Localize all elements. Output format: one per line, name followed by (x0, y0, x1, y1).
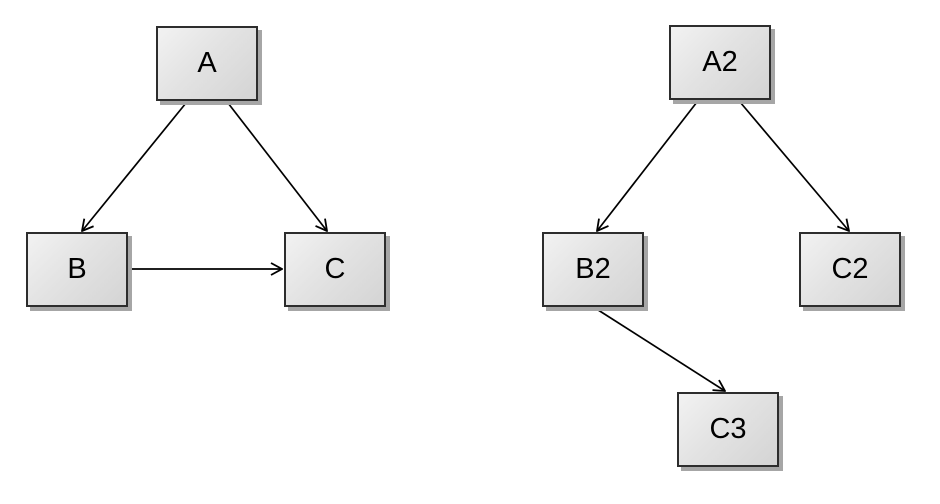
edge-A2-to-C2[interactable] (739, 101, 849, 231)
node-C3[interactable]: C3 (677, 392, 779, 467)
node-C-label: C (324, 253, 346, 285)
node-A2[interactable]: A2 (669, 25, 771, 100)
edge-B2-to-C3[interactable] (594, 307, 725, 391)
edge-A2-to-B2[interactable] (597, 101, 698, 231)
node-C2[interactable]: C2 (799, 232, 901, 307)
node-C3-label: C3 (709, 413, 747, 445)
node-B2-label: B2 (575, 253, 611, 285)
node-B[interactable]: B (26, 232, 128, 307)
node-A2-label: A2 (702, 46, 738, 78)
node-C2-label: C2 (831, 253, 869, 285)
node-C[interactable]: C (284, 232, 386, 307)
node-B2[interactable]: B2 (542, 232, 644, 307)
node-B-label: B (67, 253, 87, 285)
edge-A-to-C[interactable] (227, 102, 327, 231)
node-A-label: A (197, 47, 217, 79)
edge-A-to-B[interactable] (82, 102, 187, 231)
node-A[interactable]: A (156, 26, 258, 101)
